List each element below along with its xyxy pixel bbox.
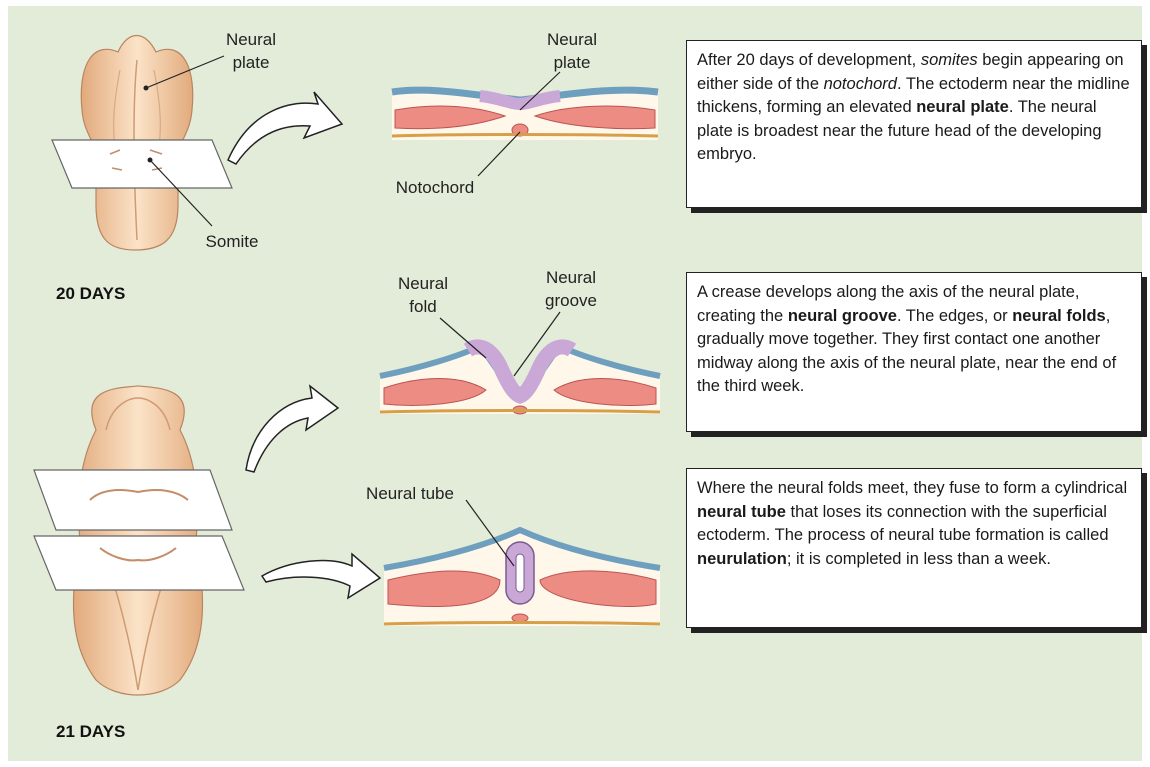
- arrow-icon: [262, 554, 380, 598]
- italic-term: notochord: [824, 75, 897, 93]
- description-text: . The edges, or: [897, 307, 1012, 325]
- description-text: After 20 days of development,: [697, 51, 921, 69]
- emphasis-term: neurulation: [697, 550, 787, 568]
- description-box-neural-tube: Where the neural folds meet, they fuse t…: [686, 468, 1142, 628]
- section-neural-groove: [380, 346, 660, 414]
- label-neural-fold: Neural fold: [388, 272, 458, 318]
- arrow-icon: [246, 386, 338, 472]
- description-text: ; it is completed in less than a week.: [787, 550, 1051, 568]
- label-somite: Somite: [192, 230, 272, 253]
- label-section-neural-plate: Neural plate: [537, 28, 607, 74]
- description-text: Where the neural folds meet, they fuse t…: [697, 479, 1127, 497]
- day-label-20: 20 DAYS: [56, 284, 125, 304]
- emphasis-term: neural groove: [788, 307, 897, 325]
- day-label-21: 21 DAYS: [56, 722, 125, 742]
- section-plane-upper: [34, 470, 232, 530]
- section-neural-plate: [392, 90, 658, 140]
- description-box-neural-groove: A crease develops along the axis of the …: [686, 272, 1142, 432]
- section-plane-lower: [34, 536, 244, 590]
- section-plane: [52, 140, 232, 188]
- emphasis-term: neural tube: [697, 503, 786, 521]
- description-box-neural-plate: After 20 days of development, somites be…: [686, 40, 1142, 208]
- arrow-icon: [228, 92, 342, 164]
- label-neural-tube: Neural tube: [352, 482, 468, 505]
- section-neural-tube: [384, 530, 660, 626]
- label-embryo-neural-plate: Neural plate: [216, 28, 286, 74]
- italic-term: somites: [921, 51, 978, 69]
- label-neural-groove: Neural groove: [534, 266, 608, 312]
- label-notochord: Notochord: [380, 176, 490, 199]
- emphasis-term: neural folds: [1012, 307, 1106, 325]
- emphasis-term: neural plate: [916, 98, 1009, 116]
